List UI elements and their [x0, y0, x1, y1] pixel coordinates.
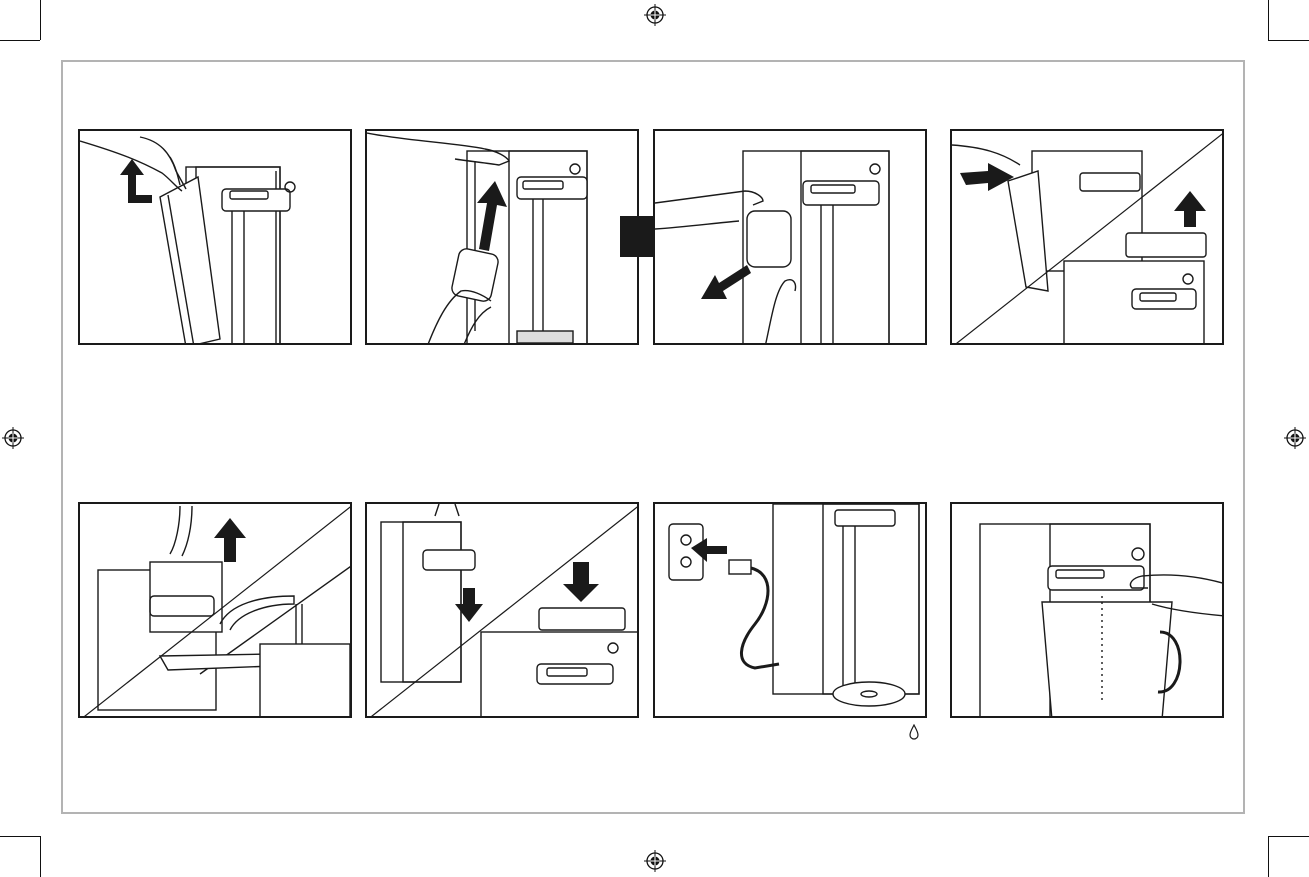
arrow-down-icon	[655, 131, 927, 345]
arrow-down-icon	[367, 504, 639, 718]
registration-mark-icon	[644, 4, 666, 26]
crop-mark-icon	[40, 0, 41, 40]
step-4-panel	[950, 129, 1224, 345]
step-1-panel	[78, 129, 352, 345]
registration-mark-icon	[2, 427, 24, 449]
step-3-panel	[653, 129, 927, 345]
step-7-panel	[653, 502, 927, 718]
water-drop-icon	[908, 724, 920, 740]
crop-mark-icon	[1268, 40, 1309, 41]
arrow-up-icon	[80, 504, 352, 718]
step-8-panel	[950, 502, 1224, 718]
step-5-panel	[78, 502, 352, 718]
crop-mark-icon	[1268, 0, 1269, 40]
step-2-panel	[365, 129, 639, 345]
arrow-up-icon	[952, 131, 1224, 345]
crop-mark-icon	[40, 836, 41, 877]
step-6-panel	[365, 502, 639, 718]
arrow-up-icon	[80, 131, 352, 345]
crop-mark-icon	[1268, 836, 1309, 837]
registration-mark-icon	[1284, 427, 1306, 449]
arrow-up-icon	[367, 131, 639, 345]
arrow-up-icon	[655, 504, 927, 718]
crop-mark-icon	[0, 836, 40, 837]
crop-mark-icon	[1268, 836, 1269, 877]
crop-mark-icon	[0, 40, 40, 41]
registration-mark-icon	[644, 850, 666, 872]
